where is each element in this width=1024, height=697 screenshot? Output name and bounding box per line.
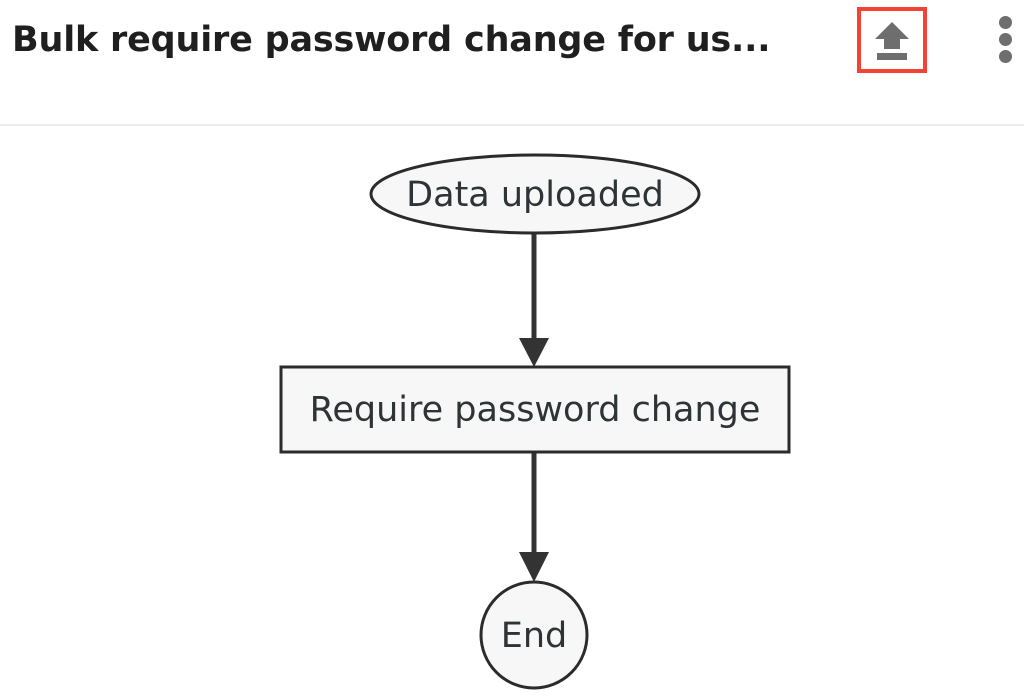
page-title: Bulk require password change for us...: [12, 20, 771, 60]
more-vertical-icon-dot-2: [999, 33, 1012, 46]
flow-edge-start-to-action: [519, 233, 549, 367]
flow-edge-action-to-end: [519, 452, 549, 582]
more-vertical-icon-dot-1: [999, 16, 1012, 29]
flow-node-action-label: Require password change: [310, 390, 761, 430]
flow-node-end[interactable]: End: [479, 580, 589, 690]
flow-node-end-label: End: [501, 616, 568, 656]
flowchart-canvas: Data uploaded Require password change En…: [0, 126, 1024, 697]
app-header: Bulk require password change for us...: [0, 0, 1024, 126]
more-vertical-menu-button[interactable]: [998, 16, 1014, 64]
more-vertical-icon-dot-3: [999, 50, 1012, 63]
flow-node-start-label: Data uploaded: [406, 175, 664, 215]
upload-button[interactable]: [857, 7, 927, 73]
flow-node-require-password-change[interactable]: Require password change: [279, 365, 791, 454]
flow-node-start[interactable]: Data uploaded: [369, 153, 701, 235]
